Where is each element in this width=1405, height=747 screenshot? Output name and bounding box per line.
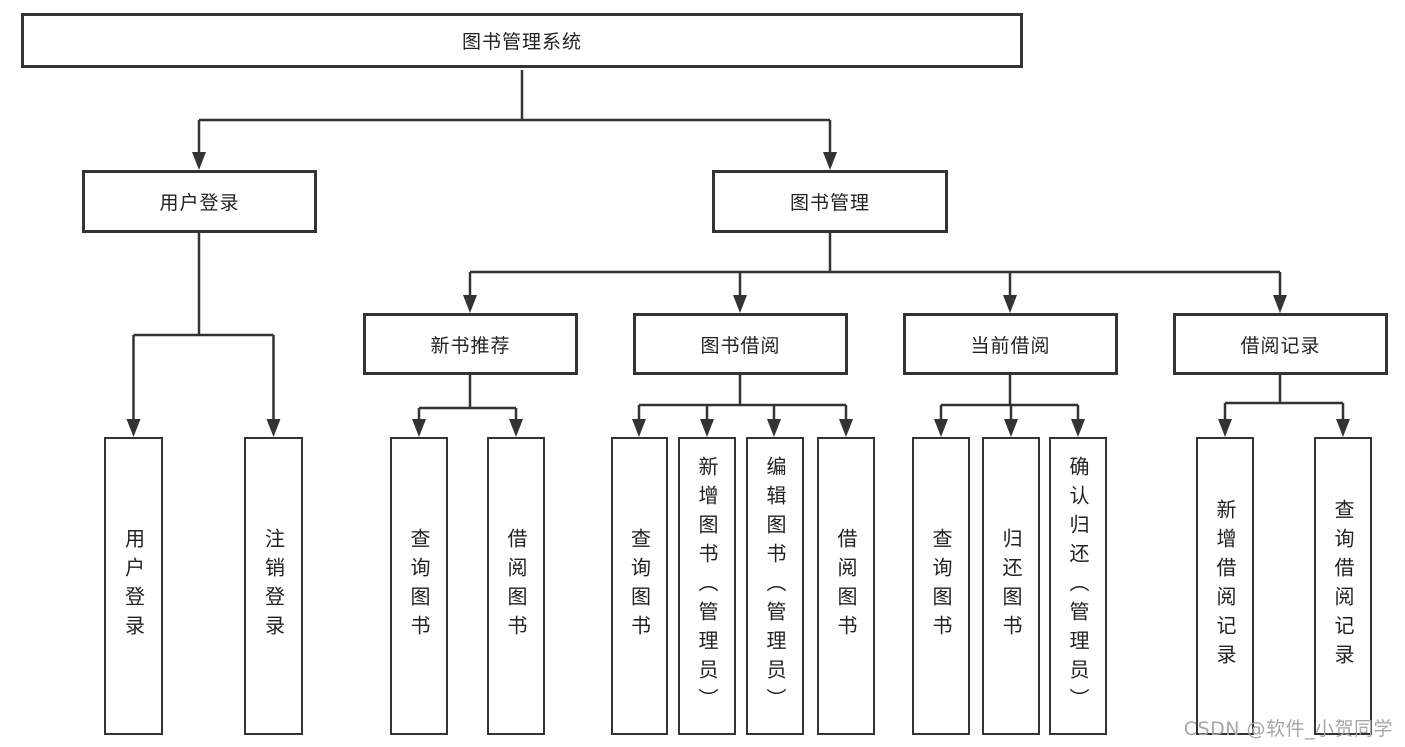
arrow-down-icon xyxy=(733,295,747,313)
node-label: 借阅图书 xyxy=(504,528,528,644)
arrow-down-icon xyxy=(509,419,523,437)
node-label: 图书管理 xyxy=(789,192,870,214)
edge-book-mgmt-to-level3 xyxy=(463,231,1287,313)
node-label: 新书推荐 xyxy=(430,334,511,357)
node-user-login: 用户登录 xyxy=(82,170,317,233)
arrow-down-icon xyxy=(1273,295,1287,313)
node-borrow-records: 借阅记录 xyxy=(1173,313,1388,375)
node-label: 借阅记录 xyxy=(1240,334,1321,357)
arrow-down-icon xyxy=(126,419,141,437)
node-label: 查询图书 xyxy=(627,528,652,644)
node-label: 新增图书（管理员） xyxy=(695,455,719,717)
edge-user-login-to-leaves xyxy=(126,231,281,437)
arrow-down-icon xyxy=(823,152,837,170)
arrow-down-icon xyxy=(463,295,477,313)
node-new-book-recommend: 新书推荐 xyxy=(363,313,578,375)
leaf-query-books-recommend: 查询图书 xyxy=(390,437,448,735)
arrow-down-icon xyxy=(1004,419,1018,437)
arrow-down-icon xyxy=(1071,419,1085,437)
leaf-logout: 注销登录 xyxy=(244,437,303,735)
leaf-add-book-admin: 新增图书（管理员） xyxy=(678,437,736,735)
node-label: 用户登录 xyxy=(121,528,146,644)
leaf-borrow-book: 借阅图书 xyxy=(817,437,875,735)
node-root-library-system: 图书管理系统 xyxy=(21,13,1023,68)
node-label: 归还图书 xyxy=(999,528,1023,644)
node-label: 借阅图书 xyxy=(834,528,858,644)
node-current-borrow: 当前借阅 xyxy=(903,313,1118,375)
arrow-down-icon xyxy=(700,419,714,437)
node-label: 编辑图书（管理员） xyxy=(763,455,787,717)
node-label: 图书管理系统 xyxy=(461,31,582,53)
node-label: 查询图书 xyxy=(929,528,953,644)
node-label: 用户登录 xyxy=(159,192,240,214)
node-label: 查询图书 xyxy=(407,528,431,644)
edge-root-to-level2 xyxy=(192,70,837,170)
edge-current-borrow-to-leaves xyxy=(934,373,1085,437)
leaf-edit-book-admin: 编辑图书（管理员） xyxy=(746,437,804,735)
leaf-query-books-current: 查询图书 xyxy=(912,437,970,735)
arrow-down-icon xyxy=(192,152,206,170)
edge-records-to-leaves xyxy=(1218,373,1350,437)
arrow-down-icon xyxy=(632,419,646,437)
arrow-down-icon xyxy=(266,419,281,437)
node-label: 注销登录 xyxy=(261,528,286,644)
arrow-down-icon xyxy=(1003,295,1017,313)
node-book-management: 图书管理 xyxy=(712,170,948,233)
leaf-user-login: 用户登录 xyxy=(104,437,163,735)
node-label: 新增借阅记录 xyxy=(1213,499,1237,673)
arrow-down-icon xyxy=(934,419,948,437)
node-label: 当前借阅 xyxy=(970,334,1051,357)
arrow-down-icon xyxy=(1218,419,1232,437)
node-label: 图书借阅 xyxy=(700,334,781,357)
leaf-borrow-books-recommend: 借阅图书 xyxy=(487,437,545,735)
leaf-add-borrow-record: 新增借阅记录 xyxy=(1196,437,1254,735)
node-book-borrow: 图书借阅 xyxy=(633,313,848,375)
node-label: 确认归还（管理员） xyxy=(1066,455,1090,717)
arrow-down-icon xyxy=(839,419,853,437)
arrow-down-icon xyxy=(767,419,781,437)
leaf-confirm-return-admin: 确认归还（管理员） xyxy=(1049,437,1107,735)
csdn-watermark: CSDN @软件_小贺同学 xyxy=(1183,718,1393,740)
leaf-query-borrow-record: 查询借阅记录 xyxy=(1314,437,1372,735)
node-label: 查询借阅记录 xyxy=(1331,499,1355,673)
leaf-return-book: 归还图书 xyxy=(982,437,1040,735)
arrow-down-icon xyxy=(1336,419,1350,437)
arrow-down-icon xyxy=(412,419,426,437)
edge-book-borrow-to-leaves xyxy=(632,373,853,437)
leaf-query-books-borrow: 查询图书 xyxy=(611,437,668,735)
edge-new-books-to-leaves xyxy=(412,373,523,437)
